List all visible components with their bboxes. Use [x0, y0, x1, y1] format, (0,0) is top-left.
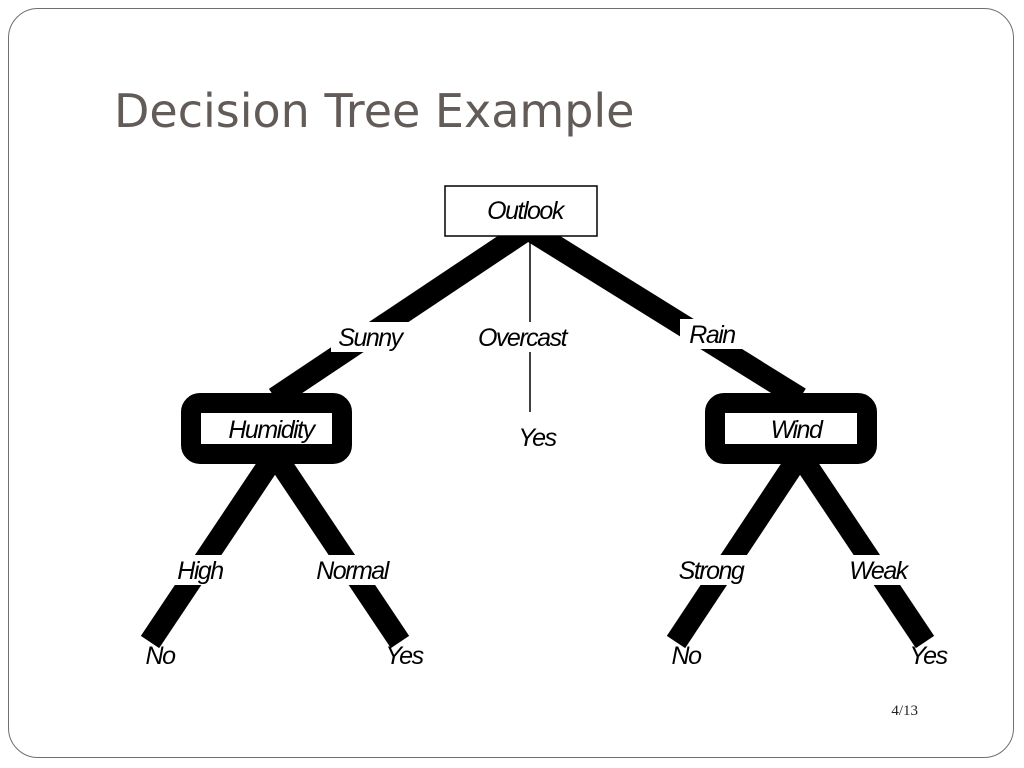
label-bg-sunny: [331, 322, 411, 352]
branch-label-high: High: [177, 557, 223, 585]
branch-label-weak: Weak: [849, 557, 909, 585]
leaf-label-high-no: No: [146, 642, 177, 670]
leaf-label-normal-yes: Yes: [385, 642, 423, 670]
root-node-box: [444, 185, 598, 237]
wind-node-label: Wind: [771, 416, 824, 444]
leaf-label-strong-no: No: [672, 642, 703, 670]
edge-rain: [522, 219, 806, 408]
leaf-label-weak-yes: Yes: [909, 642, 947, 670]
slide-title: Decision Tree Example: [114, 84, 635, 138]
edge-wind-weak: [790, 448, 935, 649]
wind-node-box: [705, 393, 877, 464]
branch-label-normal: Normal: [316, 557, 391, 585]
edge-wind-strong: [666, 448, 810, 649]
root-node-label: Outlook: [487, 197, 566, 225]
edge-humidity-high: [140, 448, 285, 649]
branch-label-strong: Strong: [679, 557, 745, 585]
label-bg-strong: [668, 555, 754, 585]
branch-label-overcast: Overcast: [478, 324, 569, 352]
branch-label-sunny: Sunny: [338, 324, 404, 352]
overcast-leaf-label: Yes: [518, 424, 556, 452]
edge-humidity-normal: [265, 448, 410, 649]
label-bg-weak: [843, 555, 915, 585]
humidity-node-label: Humidity: [228, 416, 316, 444]
edge-sunny: [268, 219, 535, 408]
branch-label-rain: Rain: [689, 321, 735, 349]
label-bg-overcast: [466, 322, 578, 352]
page-number: 4/13: [891, 703, 918, 719]
label-bg-high: [168, 555, 232, 585]
slide-frame: [8, 8, 1014, 758]
label-bg-rain: [680, 319, 744, 349]
humidity-node-box: [181, 393, 352, 464]
label-bg-normal: [305, 555, 399, 585]
